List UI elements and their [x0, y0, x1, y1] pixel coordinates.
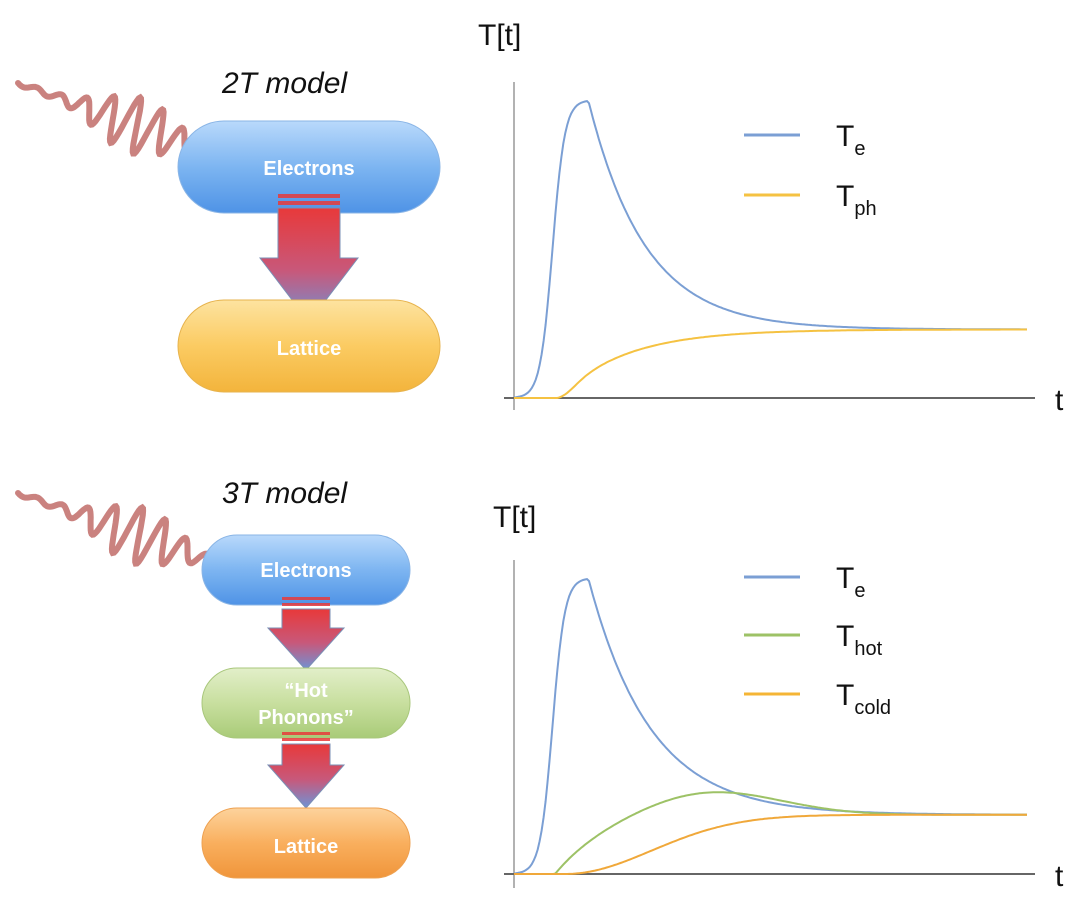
electrons-box: Electrons [177, 120, 441, 214]
lattice-box: Lattice [177, 299, 441, 393]
electrons-label: Electrons [263, 158, 354, 180]
hot-phonons-label-line1: “Hot [284, 680, 328, 702]
curve-te [513, 578, 1027, 875]
legend-te: Te [836, 562, 865, 602]
hot-phonons-label-line2: Phonons” [258, 707, 354, 729]
lattice-label: Lattice [274, 836, 338, 858]
legend-thot: Thot [836, 620, 883, 660]
curve-thot [514, 791, 1027, 875]
electrons-label: Electrons [260, 560, 351, 582]
legend: Te Thot Tcold [744, 562, 891, 719]
legend-tph: Tph [836, 180, 877, 220]
model-title: 3T model [222, 477, 348, 510]
hot-phonons-box: “Hot Phonons” [201, 667, 411, 739]
energy-transfer-arrow [258, 194, 360, 323]
energy-transfer-arrow [266, 732, 346, 809]
energy-transfer-arrow [266, 597, 346, 671]
model-title: 2T model [221, 67, 348, 100]
x-axis-label: t [1055, 384, 1064, 417]
lattice-box: Lattice [201, 807, 411, 879]
curve-tcold [514, 813, 1027, 875]
y-axis-label: T[t] [493, 501, 536, 534]
laser-pulse-icon [15, 490, 239, 573]
legend-tcold: Tcold [836, 679, 891, 719]
legend-te: Te [836, 120, 865, 160]
legend: Te Tph [744, 120, 877, 220]
curve-te [513, 100, 1027, 399]
lattice-label: Lattice [277, 338, 341, 360]
y-axis-label: T[t] [478, 19, 521, 52]
chart-2t: T[t] t Te Tph [478, 19, 1064, 417]
panel-3t: 3T model Electrons “Hot Phonons” [15, 477, 1064, 893]
chart-3t: T[t] t Te Thot Tcold [493, 501, 1064, 893]
x-axis-label: t [1055, 860, 1064, 893]
curve-tph [514, 328, 1027, 399]
electrons-box: Electrons [201, 534, 411, 606]
panel-2t: 2T model Electrons Lattice T[t] t [15, 19, 1064, 417]
